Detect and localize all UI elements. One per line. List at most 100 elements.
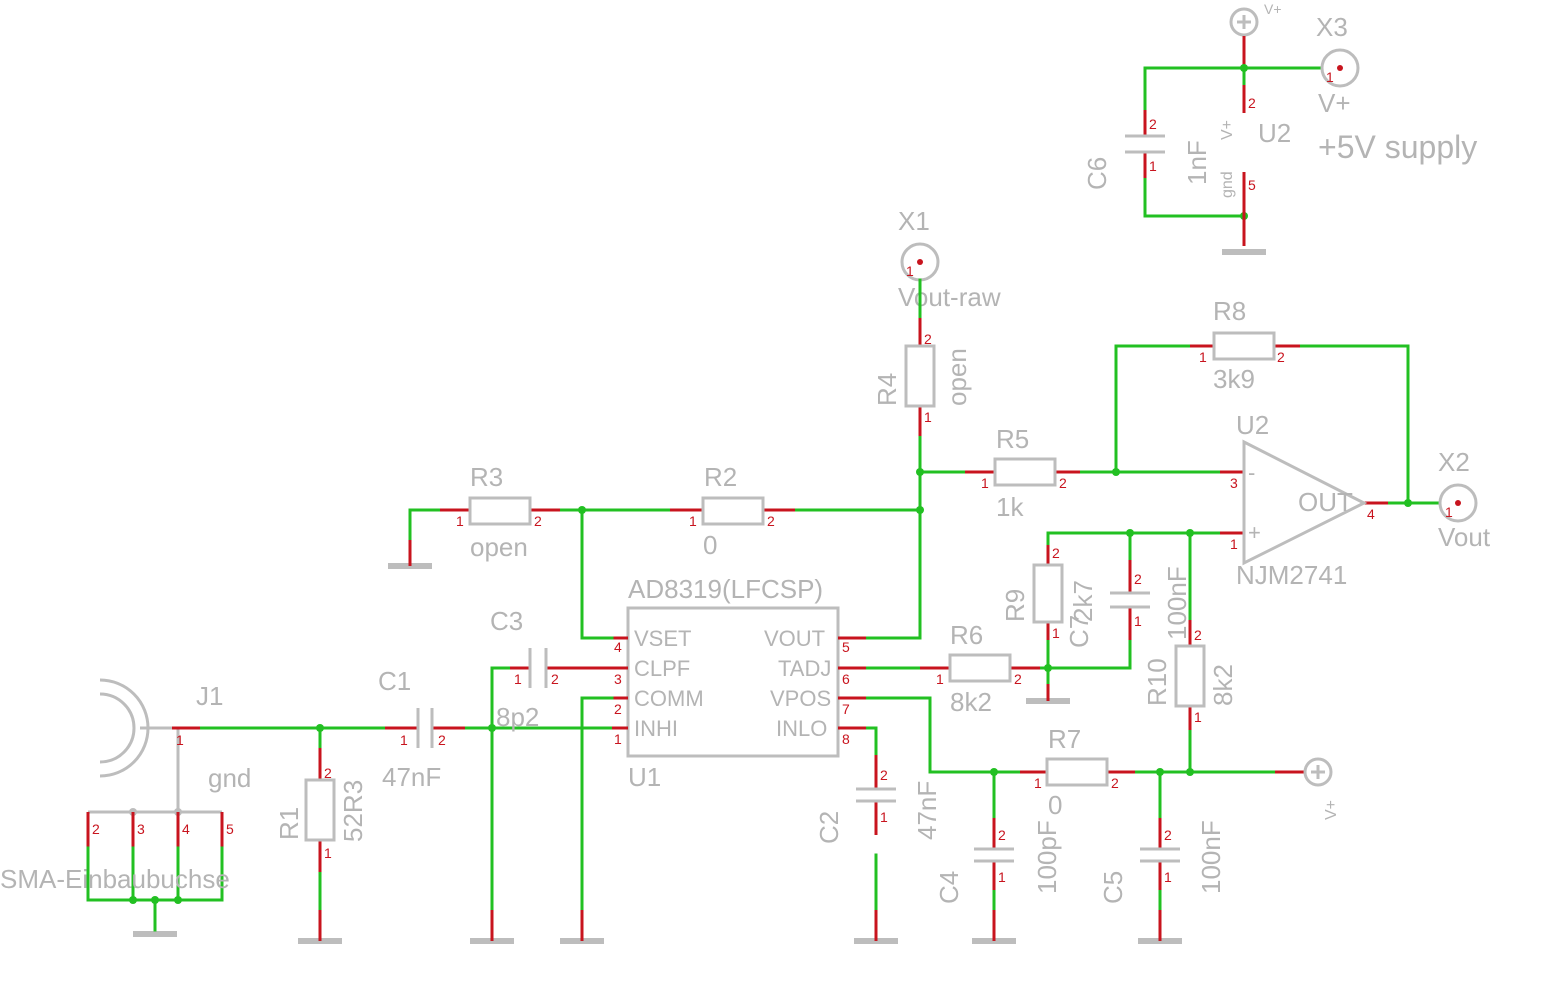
c3-name: C3	[490, 606, 523, 636]
svg-text:1: 1	[998, 869, 1006, 885]
svg-text:1: 1	[1326, 69, 1334, 85]
svg-text:1: 1	[324, 845, 332, 861]
u1-pin-tadj: TADJ	[778, 656, 831, 681]
r10-value: 8k2	[1208, 664, 1238, 706]
svg-text:3: 3	[1230, 475, 1238, 491]
svg-text:5: 5	[226, 821, 234, 837]
svg-text:1: 1	[1134, 613, 1142, 629]
x2-name: X2	[1438, 447, 1470, 477]
svg-text:gnd: gnd	[1219, 171, 1236, 198]
c1-name: C1	[378, 666, 411, 696]
c1-capacitor: 1 2 C1 47nF	[378, 666, 465, 792]
r4-resistor: 2 1 R4 open	[872, 318, 972, 436]
svg-text:2: 2	[324, 765, 332, 781]
x2-value: Vout	[1438, 522, 1491, 552]
svg-text:1: 1	[880, 809, 888, 825]
svg-text:2: 2	[92, 821, 100, 837]
svg-text:2: 2	[1134, 571, 1142, 587]
r6-name: R6	[950, 620, 983, 650]
vplus-symbol-right: V+	[1275, 757, 1340, 820]
r9-value: 2k7	[1068, 580, 1098, 622]
c4-value: 100pF	[1032, 820, 1062, 894]
svg-text:2: 2	[880, 767, 888, 783]
svg-text:7: 7	[842, 701, 850, 717]
c4-capacitor: 2 1 C4 100pF	[934, 818, 1062, 904]
r8-resistor: 1 2 R8 3k9	[1190, 296, 1300, 394]
svg-text:1: 1	[456, 513, 464, 529]
c2-value: 47nF	[912, 781, 942, 840]
c5-value: 100nF	[1196, 820, 1226, 894]
ground-symbols	[133, 540, 1182, 944]
c3-capacitor: 1 2 C3 8p2	[490, 606, 612, 732]
x3-name: X3	[1316, 12, 1348, 42]
x1-value: Vout-raw	[898, 282, 1001, 312]
supply-title: +5V supply	[1318, 129, 1477, 165]
svg-text:2: 2	[614, 701, 622, 717]
c2-name: C2	[814, 811, 844, 844]
r5-value: 1k	[996, 492, 1024, 522]
u2-value: NJM2741	[1236, 560, 1347, 590]
j1-value: SMA-Einbaubuchse	[0, 864, 230, 894]
svg-text:2: 2	[1149, 116, 1157, 132]
u2-power-name: U2	[1258, 118, 1291, 148]
svg-text:2: 2	[767, 513, 775, 529]
r5-resistor: 1 2 R5 1k	[965, 424, 1080, 522]
c1-value: 47nF	[382, 762, 441, 792]
svg-text:1: 1	[936, 671, 944, 687]
j1-connector: 1 2 3 4 5 J1 gnd SMA-Einbaubuchse	[0, 678, 251, 932]
svg-text:5: 5	[842, 639, 850, 655]
svg-text:2: 2	[1059, 475, 1067, 491]
x3-value: V+	[1318, 88, 1351, 118]
svg-text:1: 1	[176, 732, 184, 748]
j1-name: J1	[196, 681, 223, 711]
svg-text:2: 2	[1014, 671, 1022, 687]
r3-name: R3	[470, 462, 503, 492]
svg-text:4: 4	[1367, 506, 1375, 522]
u1-pin-vset: VSET	[634, 626, 691, 651]
svg-text:2: 2	[1277, 349, 1285, 365]
svg-text:3: 3	[137, 821, 145, 837]
svg-text:1: 1	[924, 409, 932, 425]
svg-text:1: 1	[1052, 625, 1060, 641]
u1-value: AD8319(LFCSP)	[628, 574, 823, 604]
r10-resistor: 2 1 R10 8k2	[1142, 620, 1238, 730]
svg-text:2: 2	[1194, 627, 1202, 643]
u1-pin-vpos: VPOS	[770, 686, 831, 711]
svg-text:1: 1	[906, 263, 914, 279]
r1-value: 52R3	[338, 780, 368, 842]
r6-value: 8k2	[950, 687, 992, 717]
r9-name: R9	[1000, 589, 1030, 622]
j1-gnd-label: gnd	[208, 763, 251, 793]
x1-name: X1	[898, 206, 930, 236]
svg-text:2: 2	[1052, 545, 1060, 561]
svg-text:5: 5	[1248, 177, 1256, 193]
c2-capacitor: 2 1 C2 47nF	[814, 755, 942, 844]
svg-text:1: 1	[1199, 349, 1207, 365]
r1-name: R1	[274, 807, 304, 840]
svg-text:1: 1	[1230, 536, 1238, 552]
r7-resistor: 1 2 R7 0	[1020, 724, 1135, 820]
r5-name: R5	[996, 424, 1029, 454]
c5-name: C5	[1098, 871, 1128, 904]
svg-text:V+: V+	[1219, 120, 1236, 140]
r7-name: R7	[1048, 724, 1081, 754]
r8-value: 3k9	[1213, 364, 1255, 394]
u1-pin-comm: COMM	[634, 686, 704, 711]
r2-name: R2	[704, 462, 737, 492]
r4-value: open	[942, 348, 972, 406]
svg-text:2: 2	[438, 732, 446, 748]
vplus-label: V+	[1264, 1, 1282, 17]
r3-value: open	[470, 532, 528, 562]
u1-ic: 4 3 2 1 5 6 7 8 VSET CLPF COMM INHI VOUT…	[598, 574, 866, 792]
u2-out: OUT	[1298, 487, 1353, 517]
svg-text:1: 1	[1034, 775, 1042, 791]
r2-value: 0	[703, 530, 717, 560]
svg-text:2: 2	[998, 827, 1006, 843]
c7-value: 100nF	[1162, 566, 1192, 640]
svg-text:4: 4	[182, 821, 190, 837]
svg-text:2: 2	[1248, 95, 1256, 111]
r9-resistor: 2 1 R9 2k7	[1000, 545, 1098, 641]
svg-text:1: 1	[400, 732, 408, 748]
u1-pin-vout: VOUT	[764, 626, 825, 651]
